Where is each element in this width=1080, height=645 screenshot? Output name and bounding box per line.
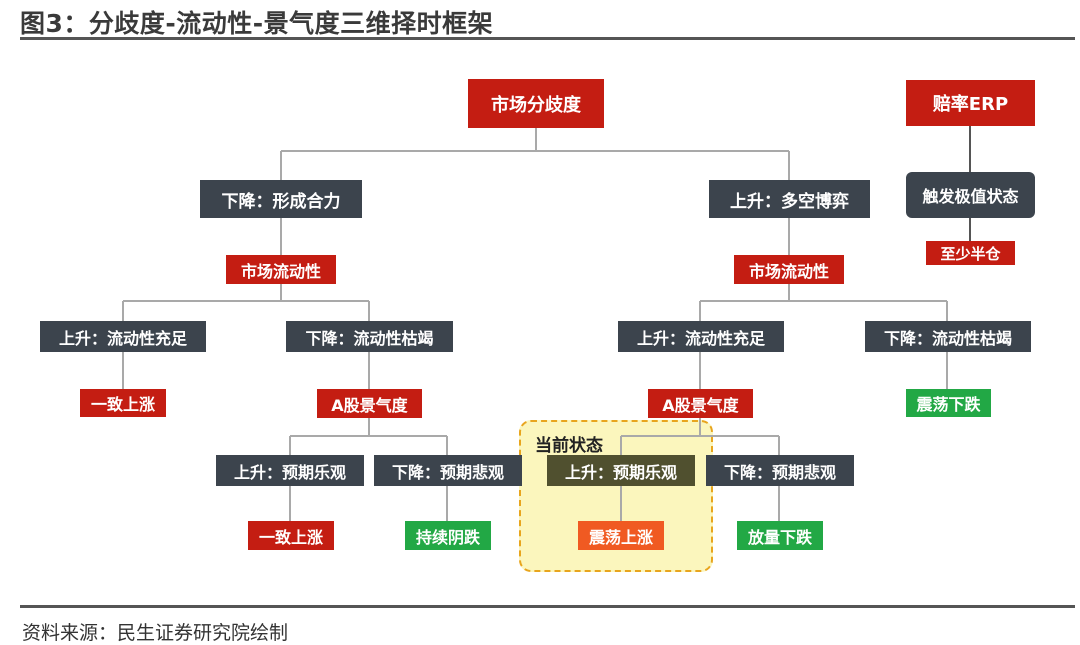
current-state-label: 当前状态 [535,436,603,456]
source-note: 资料来源：民生证券研究院绘制 [22,622,289,644]
node-right-result-volatile-fall: 震荡下跌 [906,389,991,417]
node-right-result-exp-up: 震荡上涨 [578,521,664,550]
node-erp: 赔率ERP [906,80,1035,126]
node-erp-extreme-state: 触发极值状态 [906,172,1035,218]
node-left-expectation-down: 下降：预期悲观 [374,455,522,486]
node-right-divergence-up: 上升：多空博弈 [709,180,870,218]
node-left-liquidity: 市场流动性 [226,255,336,284]
node-right-expectation-up: 上升：预期乐观 [547,455,695,486]
title-rule [20,37,1075,40]
figure-title: 图3：分歧度-流动性-景气度三维择时框架 [20,9,494,38]
footer-rule [20,605,1075,608]
node-right-liquidity: 市场流动性 [734,255,844,284]
node-left-expectation-up: 上升：预期乐观 [216,455,364,486]
node-erp-half-position: 至少半仓 [926,241,1015,265]
node-left-liquidity-down: 下降：流动性枯竭 [286,321,453,352]
node-left-prosperity: A股景气度 [317,389,422,418]
node-right-prosperity: A股景气度 [648,389,753,418]
node-right-liquidity-up: 上升：流动性充足 [618,321,784,352]
node-left-result-exp-up: 一致上涨 [248,521,334,550]
node-left-divergence-down: 下降：形成合力 [200,180,362,218]
node-right-result-exp-down: 放量下跌 [737,521,823,550]
node-right-liquidity-down: 下降：流动性枯竭 [865,321,1031,352]
node-right-expectation-down: 下降：预期悲观 [706,455,854,486]
node-left-result-exp-down: 持续阴跌 [405,521,491,550]
node-market-divergence: 市场分歧度 [468,79,604,128]
node-left-liquidity-up: 上升：流动性充足 [40,321,206,352]
node-left-result-rise-together: 一致上涨 [80,389,166,417]
